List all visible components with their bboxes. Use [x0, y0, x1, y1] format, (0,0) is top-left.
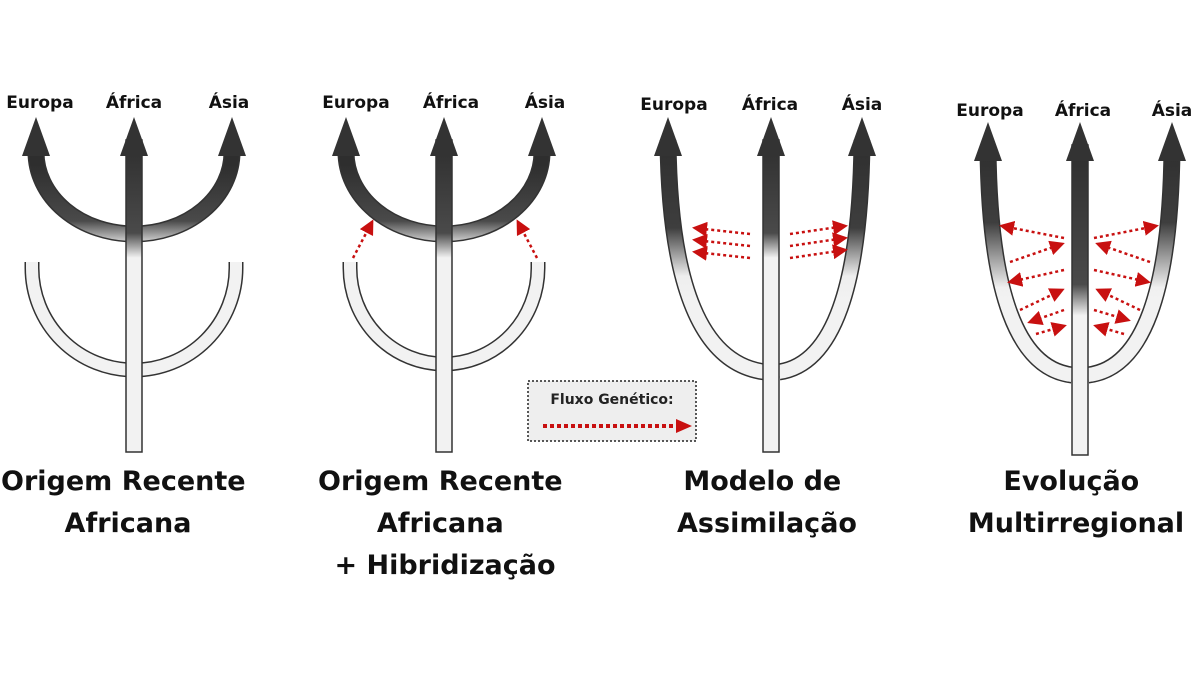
model-assimilacao: Europa África Ásia Modelo de Assimilação [640, 93, 882, 539]
gene-flow-arrow [1019, 288, 1065, 312]
label-asia: Ásia [209, 91, 250, 113]
gene-flow-arrow [692, 245, 751, 261]
gene-flow-arrow [1035, 322, 1067, 337]
gene-flow-arrow [789, 244, 848, 260]
label-africa: África [1055, 99, 1111, 121]
label-africa: África [106, 91, 162, 113]
gene-flow-arrow [1093, 308, 1131, 324]
gene-flow-arrow [999, 220, 1065, 240]
gene-flow-arrow [1009, 240, 1065, 264]
arrow-africa [120, 117, 148, 156]
gene-flow-arrow [789, 232, 848, 248]
gene-flow-arrow [1093, 322, 1125, 337]
africa-lineage [125, 139, 143, 453]
gene-flow-arrow [692, 233, 751, 249]
arrow-africa [430, 117, 458, 156]
legend-box [527, 380, 697, 442]
model-title: Origem Recente Africana [1, 466, 255, 539]
gene-flow-arrow [1095, 288, 1141, 312]
legend: Fluxo Genético: [527, 380, 697, 442]
gene-flow-arrow [1007, 268, 1065, 287]
arrow-asia [528, 117, 556, 156]
legend-arrowhead [676, 419, 692, 433]
gene-flow-arrow [1095, 240, 1151, 264]
label-africa: África [423, 91, 479, 113]
gene-flow-arrow [1093, 220, 1159, 240]
label-europa: Europa [640, 95, 707, 115]
gene-flow-arrow [789, 220, 848, 236]
gene-flow-arrow [1027, 308, 1065, 326]
africa-lineage [762, 139, 780, 453]
arrow-europa [654, 117, 682, 156]
label-africa: África [742, 93, 798, 115]
label-asia: Ásia [1152, 99, 1193, 121]
legend-label: Fluxo Genético: [550, 392, 673, 408]
arrow-africa [1066, 122, 1094, 161]
model-evolucao-multirregional: Europa África Ásia Evolução Multirregion… [956, 99, 1192, 539]
arrow-europa [22, 117, 50, 156]
africa-lineage [1071, 144, 1089, 456]
label-europa: Europa [6, 93, 73, 113]
arrow-asia [848, 117, 876, 156]
arrow-europa [974, 122, 1002, 161]
label-europa: Europa [322, 93, 389, 113]
model-title: Origem Recente Africana + Hibridização [318, 466, 572, 581]
gene-flow-arrow [516, 219, 539, 259]
africa-lineage [435, 139, 453, 453]
arrow-africa [757, 117, 785, 156]
gene-flow-arrow [351, 219, 374, 259]
label-asia: Ásia [525, 91, 566, 113]
model-title: Modelo de Assimilação [677, 466, 857, 539]
arrow-asia [218, 117, 246, 156]
label-europa: Europa [956, 101, 1023, 121]
gene-flow-arrow [692, 221, 751, 237]
arrow-asia [1158, 122, 1186, 161]
model-title: Evolução Multirregional [968, 466, 1184, 539]
arrow-europa [332, 117, 360, 156]
label-asia: Ásia [842, 93, 883, 115]
model-origem-recente-hibridizacao: Europa África Ásia Origem Recente Africa… [318, 91, 572, 581]
model-origem-recente-africana: Europa África Ásia Origem Recente Africa… [1, 91, 255, 539]
gene-flow-arrow [1093, 268, 1151, 287]
